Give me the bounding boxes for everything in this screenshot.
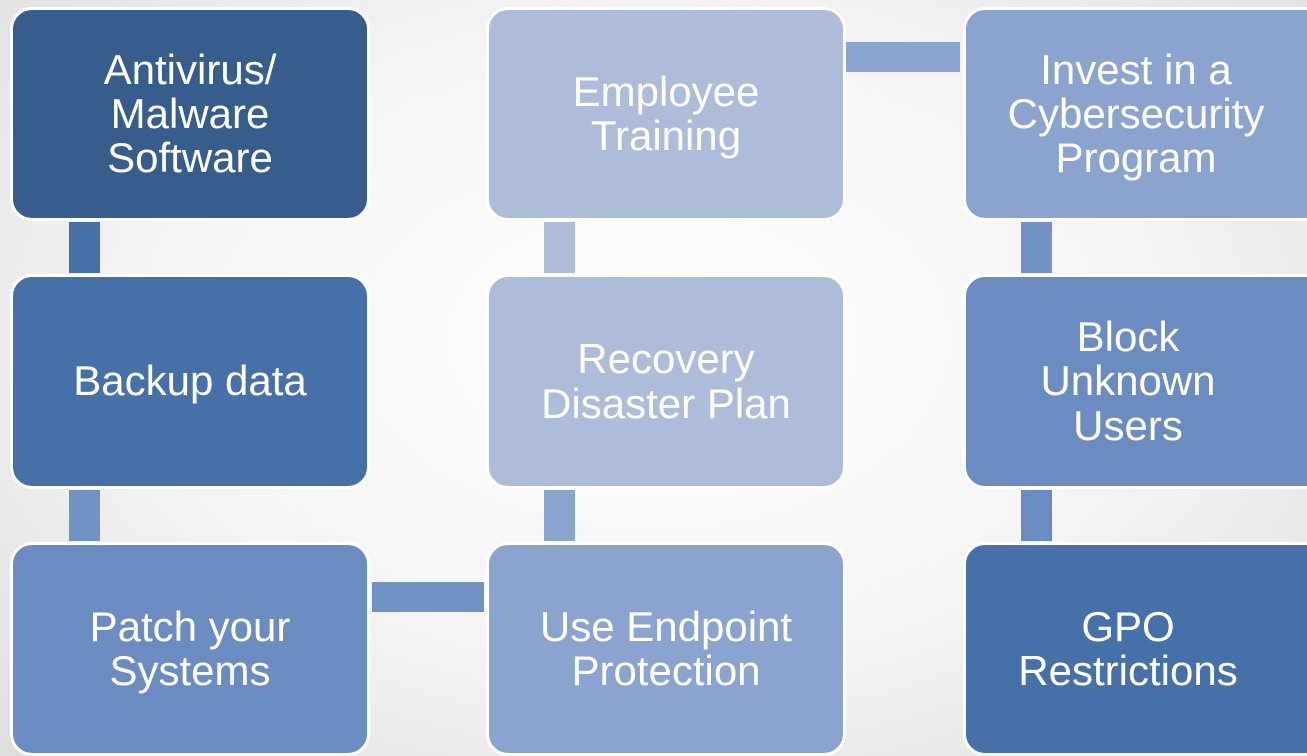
gpo-restrictions-box: GPO Restrictions: [963, 542, 1307, 756]
connector-col2-top: [544, 222, 575, 273]
recovery-disaster-plan-box: Recovery Disaster Plan: [486, 274, 846, 489]
connector-col1-col2-bottom: [372, 582, 484, 612]
cybersecurity-program-box: Invest in a Cybersecurity Program: [963, 7, 1307, 221]
connector-col3-bottom: [1021, 490, 1052, 541]
connector-col3-top: [1021, 222, 1052, 273]
connector-col2-col3-top: [846, 42, 960, 72]
connector-col1-top: [69, 222, 100, 273]
connector-col2-bottom: [544, 490, 575, 541]
connector-col1-bottom: [69, 490, 100, 541]
backup-data-box: Backup data: [10, 274, 370, 489]
antivirus-malware-box: Antivirus/ Malware Software: [10, 7, 370, 221]
block-unknown-users-box: Block Unknown Users: [963, 274, 1307, 489]
employee-training-box: Employee Training: [486, 7, 846, 221]
endpoint-protection-box: Use Endpoint Protection: [486, 542, 846, 756]
patch-systems-box: Patch your Systems: [10, 542, 370, 756]
